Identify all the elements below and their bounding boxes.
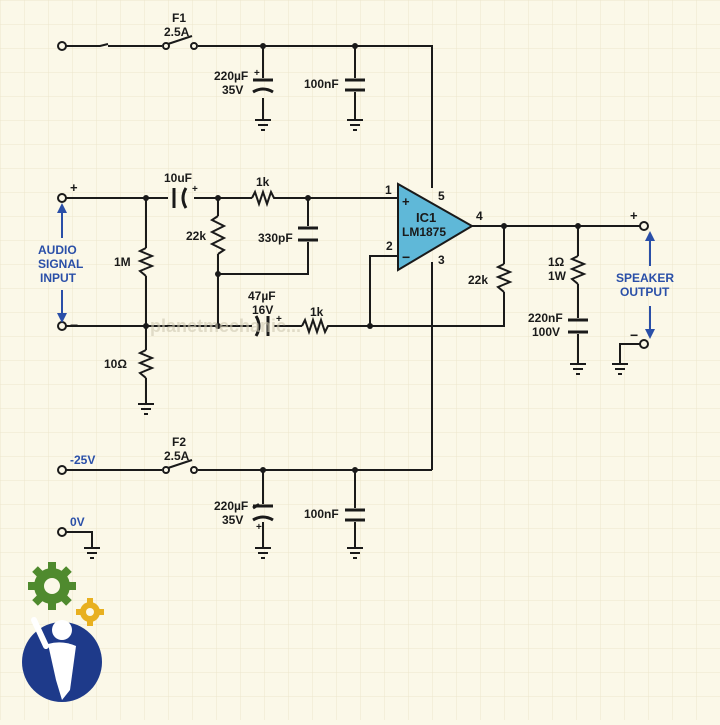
junctions [143, 43, 581, 473]
speaker-output-line2: OUTPUT [620, 285, 670, 299]
audio-input-line1: AUDIO [38, 243, 77, 257]
ic-ref: IC1 [416, 210, 436, 225]
fuse-f1 [162, 35, 198, 50]
terminal-output-positive[interactable] [639, 221, 649, 231]
labels: F1 2.5A 220µF 35V + 100nF + − 10uF + 1k … [70, 11, 638, 533]
cap-top-film [345, 78, 365, 92]
cap-47uf-value: 47µF [248, 289, 276, 303]
fuse-f2-rating: 2.5A [164, 449, 190, 463]
terminal-positive-supply[interactable] [57, 41, 67, 51]
cap-bot-film [345, 508, 365, 522]
cap-bot-elec-value: 220µF [214, 499, 248, 513]
ic-pin2: 2 [386, 239, 393, 253]
ic-pin5: 5 [438, 189, 445, 203]
cap-top-elec-value: 220µF [214, 69, 248, 83]
resistor-1ohm [569, 255, 587, 285]
audio-input-line2: SIGNAL [38, 257, 83, 271]
resistor-1k-top [251, 188, 276, 208]
cap-47uf-plus: + [276, 314, 282, 325]
ground-symbols [84, 119, 628, 559]
capacitors [172, 78, 588, 522]
terminal-input-positive[interactable] [57, 193, 67, 203]
cap-in-value: 10uF [164, 171, 192, 185]
r-top-1k: 1k [256, 175, 270, 189]
r-fb-1k: 1k [310, 305, 324, 319]
r-10ohm: 10Ω [104, 357, 127, 371]
resistors [137, 188, 587, 379]
person-logo-icon [22, 617, 102, 702]
ic-pin1: 1 [385, 183, 392, 197]
cap-bot-film-value: 100nF [304, 507, 339, 521]
terminal-output-negative[interactable] [639, 339, 649, 349]
terminals [57, 41, 649, 537]
r-zobel-value: 1Ω [548, 255, 565, 269]
cap-330pf-value: 330pF [258, 231, 293, 245]
cap-zobel [568, 318, 588, 334]
neg-supply-label: -25V [70, 453, 95, 467]
cap-bot-elec-voltage: 35V [222, 513, 243, 527]
wires [66, 43, 640, 548]
cap-330pf [298, 226, 318, 242]
gear-large-icon [28, 562, 76, 610]
direction-arrows [57, 203, 655, 339]
cap-top-elec-curve [252, 87, 274, 94]
fuse-f1-rating: 2.5A [164, 25, 190, 39]
ic-pin4: 4 [476, 209, 483, 223]
cap-bot-elec-plus: + [256, 522, 262, 533]
zero-volt-label: 0V [70, 515, 85, 529]
input-plus-sign: + [70, 180, 78, 195]
audio-input-line3: INPUT [40, 271, 77, 285]
opamp-ic1 [397, 182, 474, 272]
r-22k-out: 22k [468, 273, 488, 287]
fuse-f1-name: F1 [172, 11, 186, 25]
ic-pin3: 3 [438, 253, 445, 267]
cap-top-elec-plus: + [254, 68, 260, 79]
cap-47uf-voltage: 16V [252, 303, 273, 317]
ic-minus-input: − [402, 249, 410, 265]
cap-top-film-value: 100nF [304, 77, 339, 91]
watermark-text: planetmechanic... [150, 316, 301, 336]
cap-47uf-curve [254, 315, 261, 337]
cap-zobel-voltage: 100V [532, 325, 560, 339]
fuse-f2-name: F2 [172, 435, 186, 449]
site-logo [22, 562, 104, 702]
resistor-22k-in [209, 215, 227, 255]
gear-small-icon [76, 598, 104, 626]
cap-zobel-value: 220nF [528, 311, 563, 325]
output-plus-sign: + [630, 208, 638, 223]
cap-bot-elec-curve [252, 515, 274, 522]
output-minus-sign: − [630, 327, 638, 343]
fuse-f2 [162, 459, 198, 474]
ic-part: LM1875 [402, 225, 446, 239]
input-minus-sign: − [70, 317, 78, 333]
terminal-input-negative[interactable] [57, 321, 67, 331]
resistor-1m [137, 247, 155, 277]
terminal-negative-supply[interactable] [57, 465, 67, 475]
cap-top-elec-voltage: 35V [222, 83, 243, 97]
terminal-zero-volt[interactable] [57, 527, 67, 537]
r-zobel-power: 1W [548, 269, 567, 283]
resistor-10ohm [137, 349, 155, 379]
resistor-22k-out [495, 263, 513, 293]
blue-labels: -25V 0V AUDIO SIGNAL INPUT SPEAKER OUTPU… [38, 243, 674, 529]
r-1m: 1M [114, 255, 131, 269]
resistor-1k-fb [301, 316, 330, 336]
cap-in-plus: + [192, 184, 198, 195]
cap-in-curve [181, 187, 188, 209]
r-22k-in: 22k [186, 229, 206, 243]
speaker-output-line1: SPEAKER [616, 271, 674, 285]
ic-plus-input: + [402, 194, 410, 209]
